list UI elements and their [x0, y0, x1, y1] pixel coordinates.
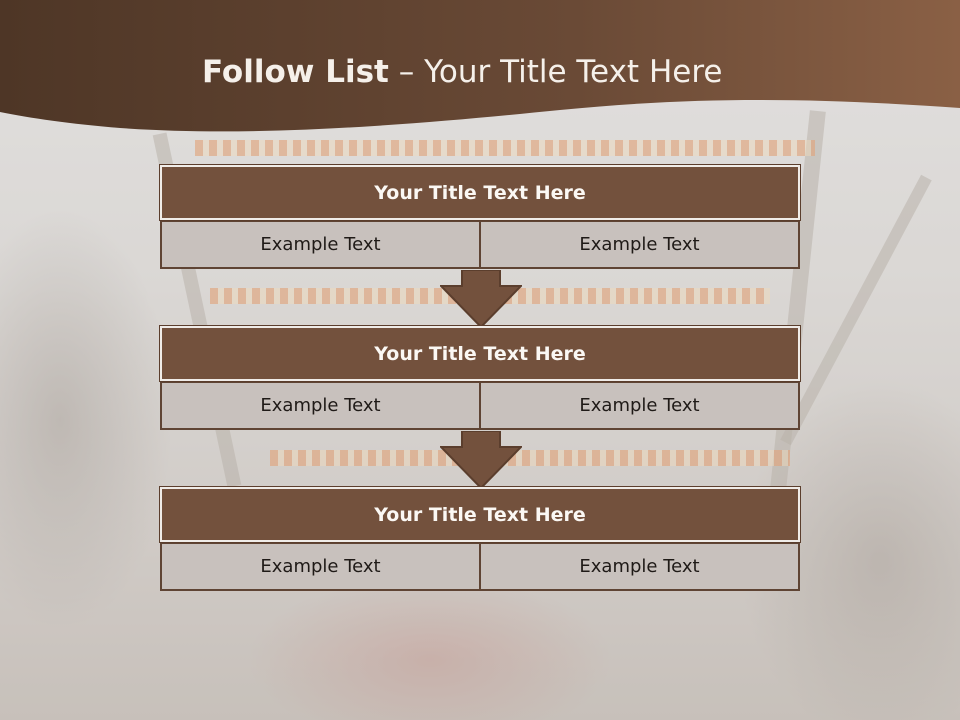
- down-arrow-icon: [440, 270, 522, 328]
- block-title: Your Title Text Here: [159, 325, 801, 382]
- block-cell-right: Example Text: [481, 542, 800, 591]
- block-cell-left: Example Text: [160, 381, 481, 430]
- slide-title-rest: – Your Title Text Here: [388, 54, 723, 90]
- block-cell-right: Example Text: [481, 220, 800, 269]
- slide-title-bold: Follow List: [202, 54, 389, 90]
- slide-title: Follow List – Your Title Text Here: [202, 54, 722, 90]
- list-block-1: Your Title Text Here Example Text Exampl…: [159, 164, 801, 269]
- block-title: Your Title Text Here: [159, 164, 801, 221]
- block-cell-left: Example Text: [160, 220, 481, 269]
- block-cell-left: Example Text: [160, 542, 481, 591]
- header-band: Follow List – Your Title Text Here: [0, 0, 960, 140]
- list-block-3: Your Title Text Here Example Text Exampl…: [159, 486, 801, 591]
- down-arrow-icon: [440, 431, 522, 489]
- block-cell-right: Example Text: [481, 381, 800, 430]
- block-title: Your Title Text Here: [159, 486, 801, 543]
- list-block-2: Your Title Text Here Example Text Exampl…: [159, 325, 801, 430]
